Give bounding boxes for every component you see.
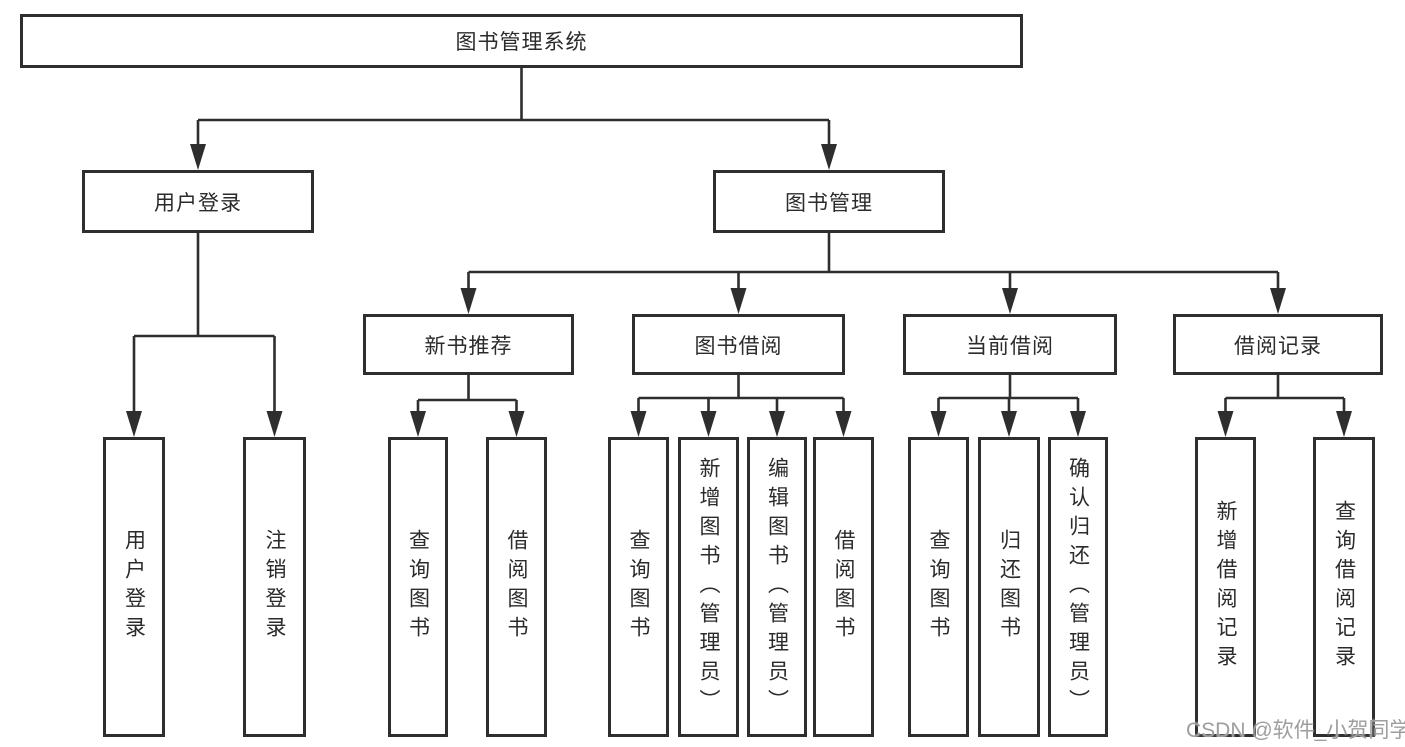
leaf-user-login: 用户登录 [103,437,165,737]
watermark: CSDN @软件_小贺同学 [1186,719,1405,742]
leaf-borrow-books-borrowing: 借阅图书 [813,437,874,737]
leaf-query-books-recommend: 查询图书 [388,437,448,737]
node-current-borrowing: 当前借阅 [903,314,1117,375]
leaf-return-books: 归还图书 [978,437,1040,737]
node-borrowing-records: 借阅记录 [1173,314,1383,375]
leaf-logout-login: 注销登录 [243,437,306,737]
node-new-book-recommendation: 新书推荐 [363,314,574,375]
node-root: 图书管理系统 [20,14,1023,68]
node-book-management: 图书管理 [713,170,945,233]
leaf-borrow-books-recommend: 借阅图书 [486,437,547,737]
leaf-add-books-admin: 新增图书（管理员） [678,437,739,737]
leaf-add-borrowing-record: 新增借阅记录 [1195,437,1256,737]
leaf-query-borrowing-record: 查询借阅记录 [1313,437,1375,737]
leaf-query-books-borrowing: 查询图书 [608,437,669,737]
leaf-confirm-return-admin: 确认归还（管理员） [1048,437,1108,737]
leaf-edit-books-admin: 编辑图书（管理员） [747,437,807,737]
node-user-login: 用户登录 [82,170,314,233]
node-book-borrowing: 图书借阅 [632,314,845,375]
leaf-query-books-current: 查询图书 [908,437,969,737]
